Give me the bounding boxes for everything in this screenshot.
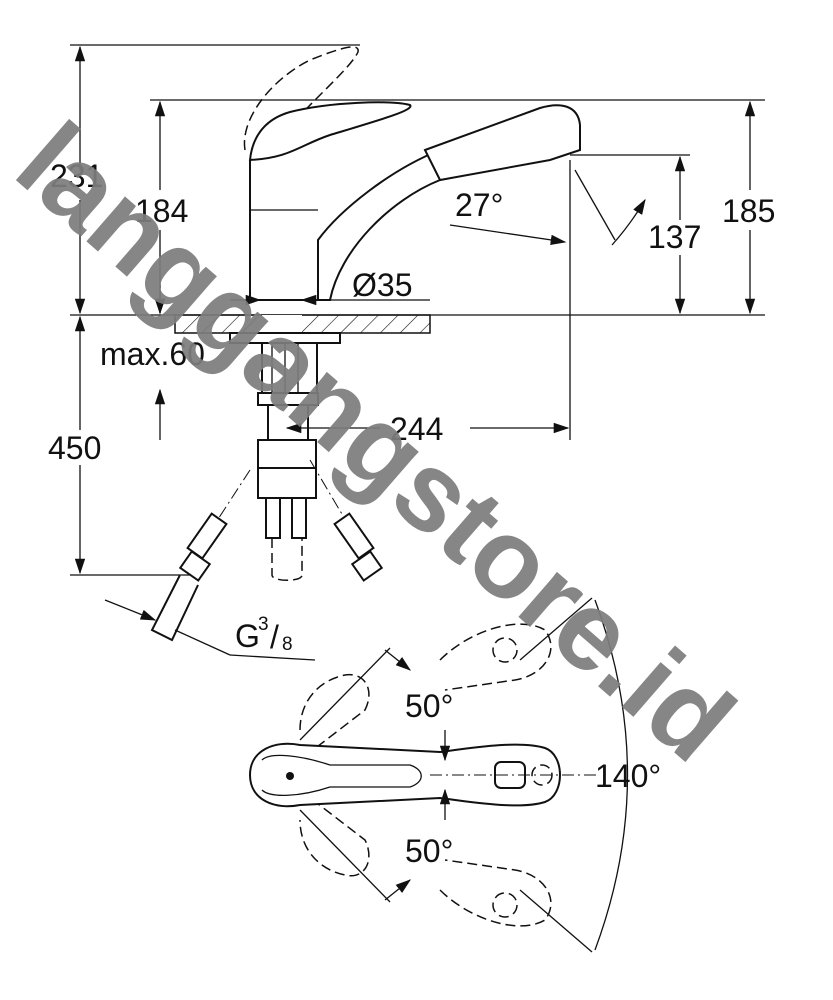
thread-slash: /: [270, 619, 279, 655]
label-spout-angle: 27°: [455, 187, 503, 223]
label-hole-diameter: Ø35: [352, 267, 412, 303]
label-swivel-total: 140°: [595, 758, 661, 794]
label-head-height: 185: [722, 193, 775, 229]
label-spout-height: 184: [135, 193, 188, 229]
label-connection-thread: G 3 / 8: [235, 614, 293, 655]
thread-numerator: 3: [258, 614, 269, 635]
thread-denominator: 8: [282, 634, 293, 655]
faucet-top-view: [248, 597, 629, 953]
label-swivel-left: 50°: [405, 688, 453, 724]
label-swivel-right: 50°: [405, 833, 453, 869]
faucet-side-view: [150, 46, 581, 642]
label-counter-thickness: max.60: [100, 336, 205, 372]
label-reach: 244: [390, 411, 443, 447]
dimension-arrows: [74, 45, 756, 661]
label-outlet-height: 137: [648, 219, 701, 255]
label-total-height: 231: [50, 158, 103, 194]
label-hose-length: 450: [48, 430, 101, 466]
thread-prefix: G: [235, 618, 260, 654]
